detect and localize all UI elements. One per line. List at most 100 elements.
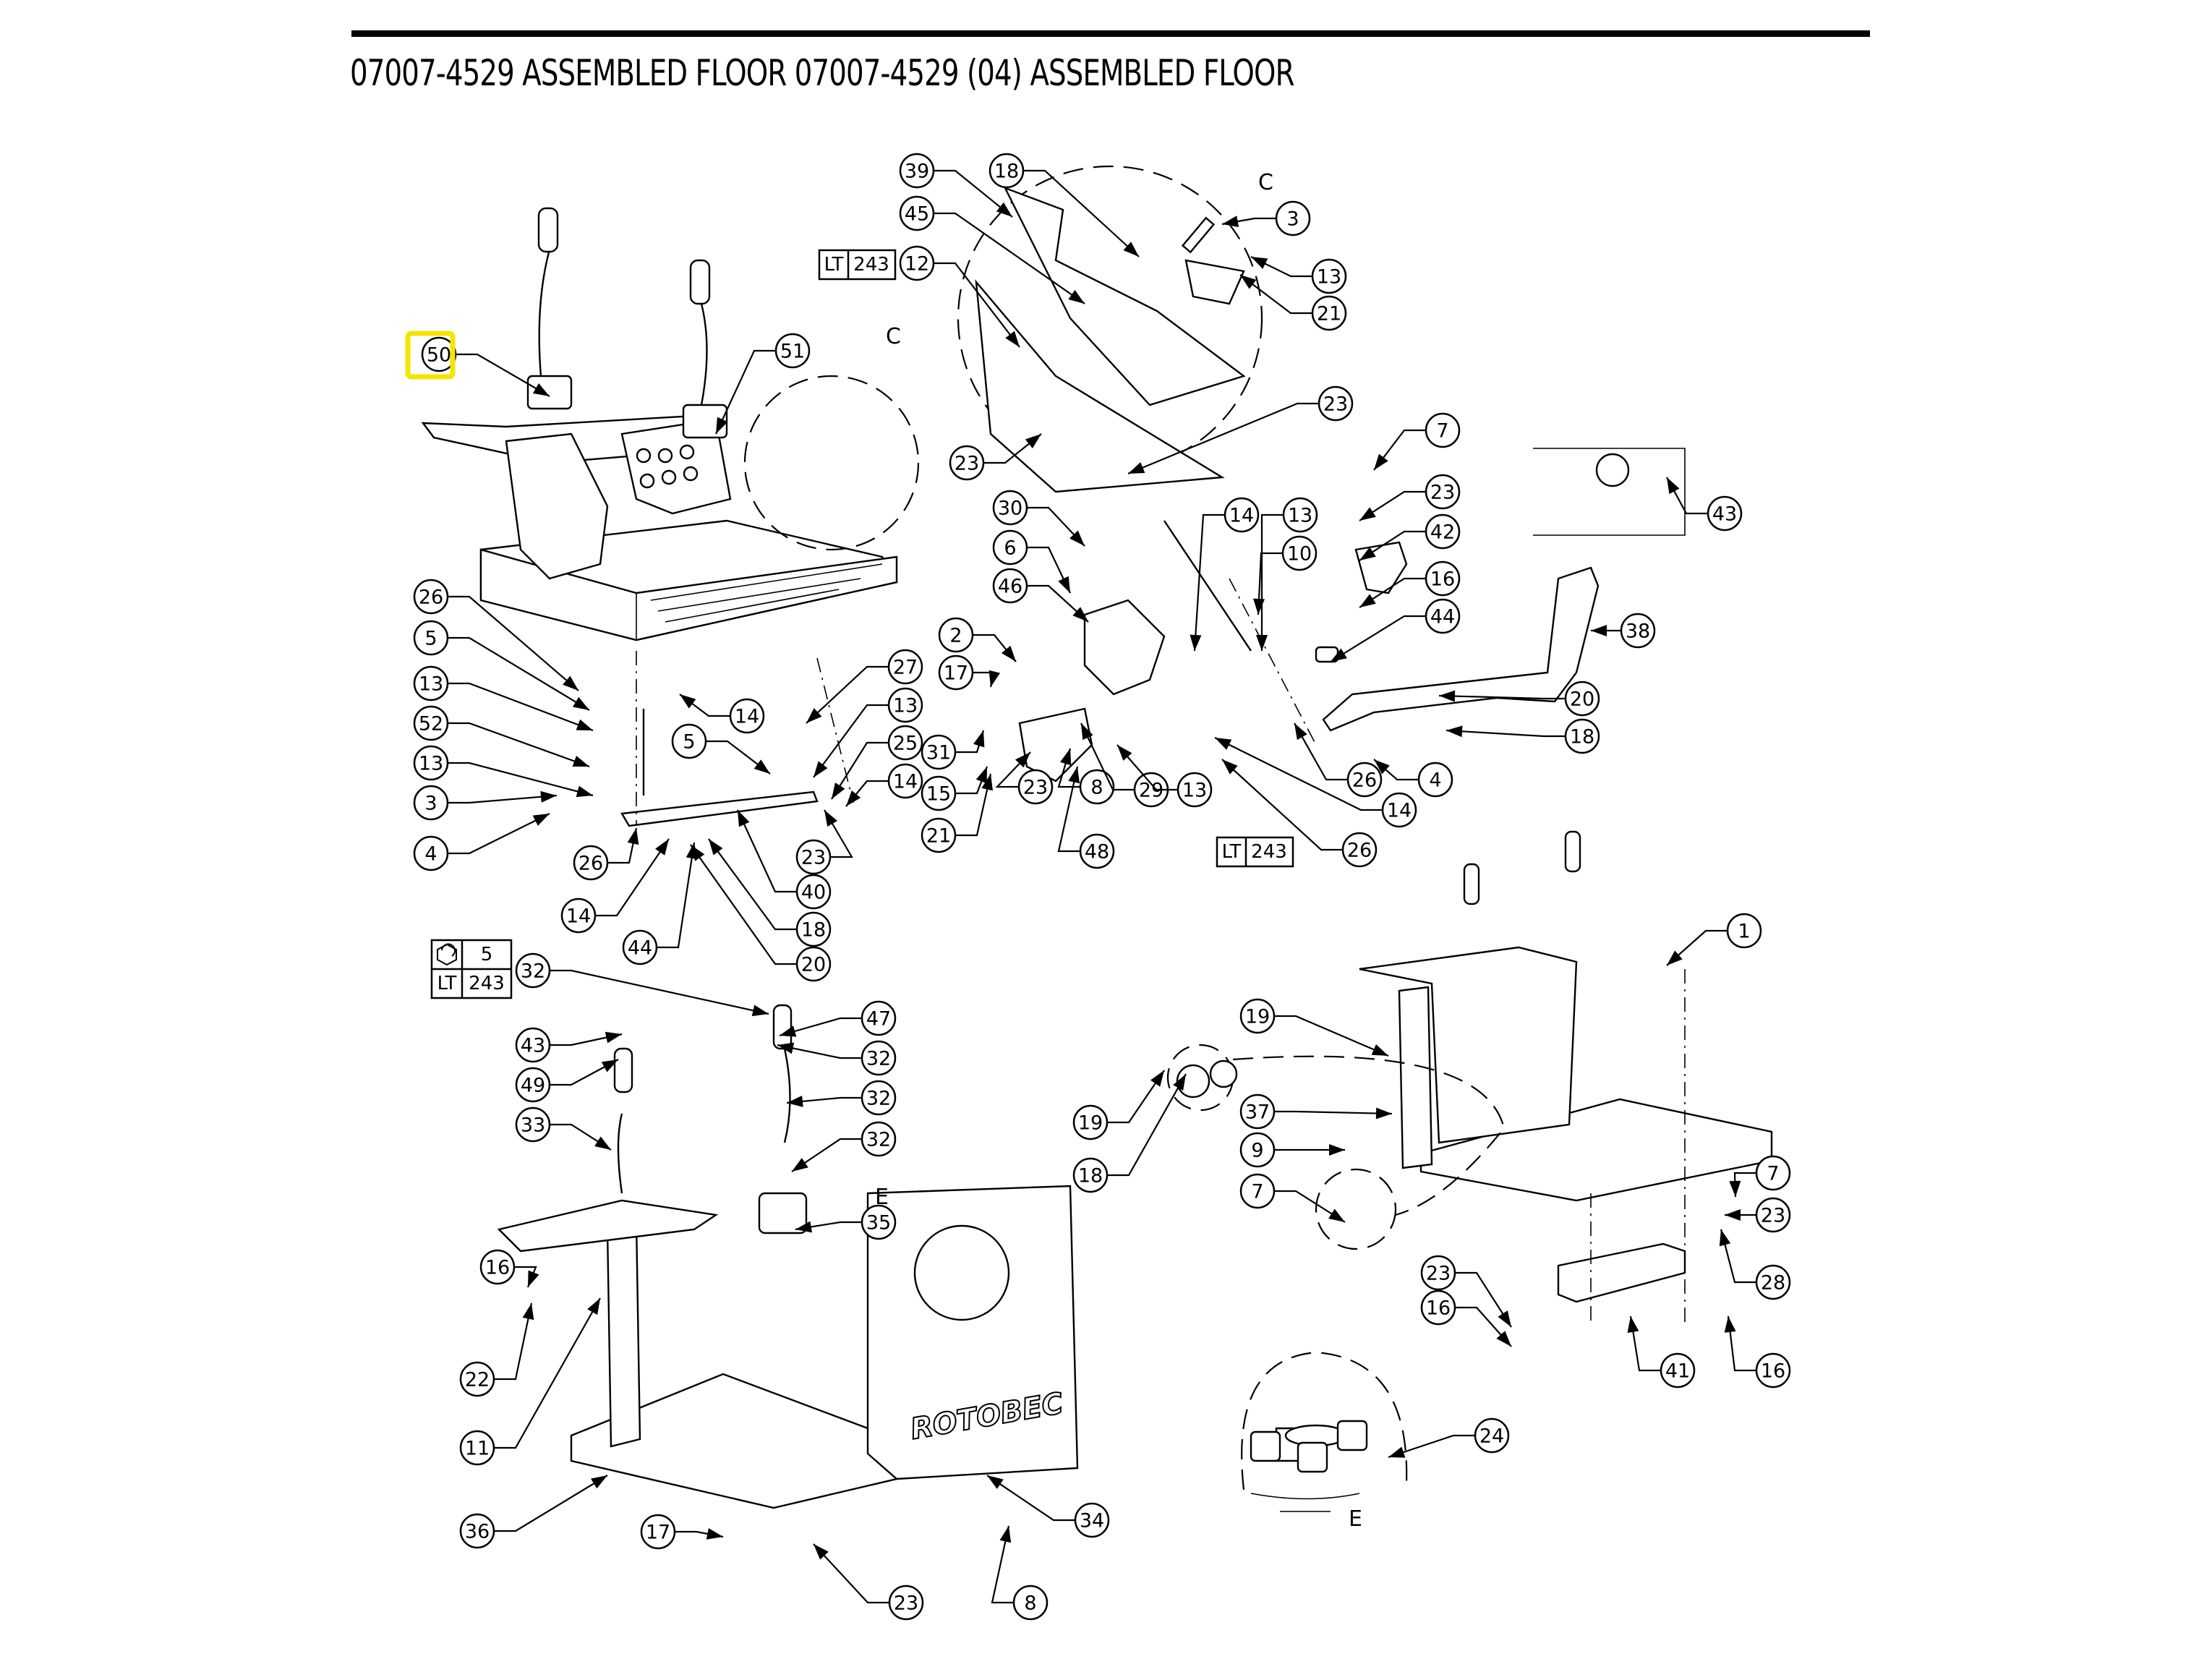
callout-16[interactable]: 16	[1359, 560, 1461, 608]
callout-24[interactable]: 24	[1388, 1417, 1510, 1459]
callout-18[interactable]: 18	[1446, 718, 1600, 754]
callout-13[interactable]: 13	[413, 665, 594, 732]
callout-42[interactable]: 42	[1359, 513, 1461, 561]
callout-46[interactable]: 46	[992, 568, 1089, 623]
callout-20[interactable]: 20	[690, 844, 832, 982]
callout-32[interactable]: 32	[786, 1080, 897, 1116]
callout-16[interactable]: 16	[479, 1249, 539, 1288]
callout-12[interactable]: 12	[899, 245, 1020, 348]
arrowhead	[1058, 576, 1070, 593]
callout-23[interactable]: 23	[995, 751, 1054, 805]
callout-21[interactable]: 21	[921, 773, 994, 853]
callout-15[interactable]: 15	[921, 766, 988, 811]
callout-11[interactable]: 11	[459, 1297, 601, 1466]
callout-16[interactable]: 16	[1420, 1289, 1512, 1347]
callout-44[interactable]: 44	[1330, 598, 1461, 662]
callout-26[interactable]: 26	[413, 579, 579, 691]
callout-18[interactable]: 18	[988, 153, 1140, 257]
callout-48[interactable]: 48	[1057, 766, 1115, 869]
callout-45[interactable]: 45	[899, 195, 1085, 304]
callout-14[interactable]: 14	[679, 694, 765, 734]
callout-30[interactable]: 30	[992, 490, 1085, 547]
callout-13[interactable]: 13	[813, 687, 923, 778]
callout-number: 13	[419, 673, 443, 696]
left-side-bracket	[505, 432, 609, 580]
callout-3[interactable]: 3	[413, 785, 558, 821]
callout-49[interactable]: 49	[515, 1059, 619, 1103]
callout-33[interactable]: 33	[515, 1106, 612, 1151]
callout-5[interactable]: 5	[413, 620, 590, 711]
callout-26[interactable]: 26	[573, 827, 639, 881]
callout-22[interactable]: 22	[459, 1302, 534, 1397]
callout-23[interactable]: 23	[1725, 1197, 1791, 1233]
joystick-grip-right	[689, 259, 711, 305]
callout-3[interactable]: 3	[1221, 200, 1311, 236]
callout-50[interactable]: 50	[421, 336, 550, 397]
callout-9[interactable]: 9	[1239, 1132, 1345, 1168]
callout-43[interactable]: 43	[1666, 477, 1743, 532]
callout-23[interactable]: 23	[949, 433, 1042, 481]
callout-5[interactable]: 5	[671, 723, 771, 775]
callout-17[interactable]: 17	[640, 1514, 724, 1550]
callout-20[interactable]: 20	[1438, 681, 1600, 717]
callout-26[interactable]: 26	[1294, 722, 1383, 798]
arrowhead	[1222, 216, 1239, 228]
callout-10[interactable]: 10	[1253, 535, 1318, 615]
callout-28[interactable]: 28	[1719, 1229, 1791, 1300]
callout-16[interactable]: 16	[1724, 1315, 1791, 1389]
callout-34[interactable]: 34	[986, 1475, 1110, 1538]
callout-7[interactable]: 7	[1729, 1155, 1791, 1198]
callout-8[interactable]: 8	[991, 1525, 1049, 1621]
callout-32[interactable]: 32	[791, 1121, 897, 1172]
callout-32[interactable]: 32	[777, 1040, 897, 1076]
callout-23[interactable]: 23	[795, 809, 853, 875]
callout-37[interactable]: 37	[1239, 1093, 1393, 1130]
lt-box-left: 5 LT 243	[430, 939, 513, 999]
callout-51[interactable]: 51	[715, 333, 811, 435]
callout-40[interactable]: 40	[737, 809, 832, 910]
callout-26[interactable]: 26	[1221, 759, 1378, 868]
callout-19[interactable]: 19	[1239, 998, 1389, 1057]
callout-18[interactable]: 18	[708, 838, 832, 947]
callout-39[interactable]: 39	[899, 153, 1013, 218]
callout-7[interactable]: 7	[1239, 1173, 1346, 1223]
callout-25[interactable]: 25	[831, 725, 923, 800]
callout-38[interactable]: 38	[1591, 613, 1656, 649]
callout-14[interactable]: 14	[560, 838, 670, 934]
callout-circle	[861, 1080, 897, 1116]
callout-23[interactable]: 23	[1127, 385, 1354, 475]
callout-47[interactable]: 47	[779, 1000, 897, 1037]
callout-13[interactable]: 13	[1250, 256, 1347, 294]
callout-27[interactable]: 27	[806, 649, 923, 724]
callout-14[interactable]: 14	[1190, 497, 1260, 652]
callout-13[interactable]: 13	[1256, 497, 1318, 651]
callout-7[interactable]: 7	[1373, 412, 1461, 471]
callout-41[interactable]: 41	[1627, 1315, 1696, 1389]
callout-14[interactable]: 14	[1214, 737, 1417, 828]
callout-4[interactable]: 4	[413, 813, 550, 871]
callout-23[interactable]: 23	[1420, 1255, 1512, 1328]
callout-2[interactable]: 2	[938, 617, 1017, 662]
callout-19[interactable]: 19	[1072, 1070, 1165, 1140]
callout-44[interactable]: 44	[622, 842, 698, 965]
callout-23[interactable]: 23	[813, 1543, 924, 1621]
callout-43[interactable]: 43	[515, 1027, 623, 1063]
callout-36[interactable]: 36	[459, 1475, 608, 1549]
callout-52[interactable]: 52	[413, 705, 590, 768]
callout-8[interactable]: 8	[1057, 748, 1115, 805]
callout-32[interactable]: 32	[515, 952, 769, 1017]
callout-6[interactable]: 6	[992, 529, 1071, 594]
callout-1[interactable]: 1	[1666, 913, 1762, 966]
callout-35[interactable]: 35	[795, 1204, 897, 1240]
callout-13[interactable]: 13	[413, 745, 594, 798]
callout-21[interactable]: 21	[1239, 274, 1347, 331]
callout-23[interactable]: 23	[1359, 474, 1461, 521]
callout-4[interactable]: 4	[1373, 759, 1453, 798]
callout-number: 4	[1429, 769, 1441, 792]
callout-number: 32	[521, 960, 545, 983]
callout-14[interactable]: 14	[845, 763, 923, 807]
callout-31[interactable]: 31	[921, 730, 985, 770]
callout-17[interactable]: 17	[938, 654, 1001, 691]
callout-13[interactable]: 13	[1116, 744, 1213, 808]
callout-18[interactable]: 18	[1072, 1073, 1187, 1193]
